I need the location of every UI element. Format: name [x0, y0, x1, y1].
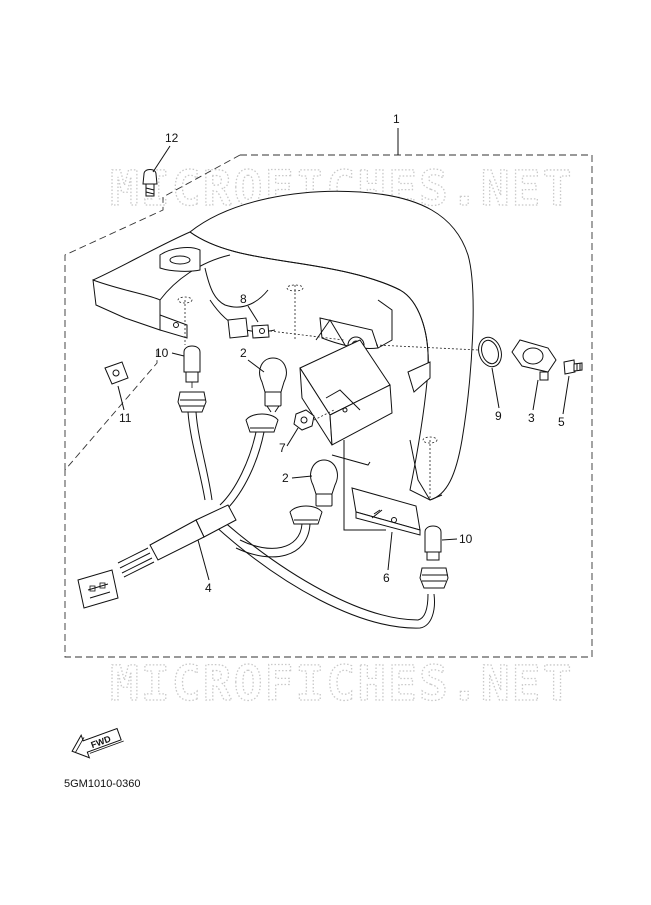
callout-7: 7 [279, 441, 286, 455]
reflector-6 [351, 487, 421, 536]
holder-3 [511, 339, 557, 381]
callout-2-upper: 2 [240, 346, 247, 360]
bulb-10-right [419, 525, 449, 589]
callout-8: 8 [240, 292, 247, 306]
callout-2-lower: 2 [282, 471, 289, 485]
diagram-code: 5GM1010-0360 [64, 778, 140, 790]
callout-3: 3 [528, 411, 535, 425]
gasket-9 [375, 336, 502, 368]
callout-1: 1 [393, 112, 400, 126]
screw-5 [563, 359, 583, 375]
callout-10-right: 10 [459, 532, 473, 546]
tail-lens-box [299, 319, 393, 446]
callout-10-left: 10 [155, 346, 169, 360]
nut-7 [293, 409, 335, 431]
assembly-boundary [64, 154, 593, 658]
bulb-2-upper [259, 357, 287, 413]
fwd-arrow-icon: FWD [71, 727, 124, 759]
callout-6: 6 [383, 571, 390, 585]
screw-12 [142, 169, 158, 197]
wire-harness-4 [77, 391, 435, 629]
callout-5: 5 [558, 415, 565, 429]
bulb-2-lower [310, 459, 338, 507]
bulb-holder-8 [227, 317, 345, 341]
bulb-10-left [183, 345, 201, 388]
callout-4: 4 [205, 581, 212, 595]
callout-11: 11 [119, 411, 132, 425]
watermark-bottom: MICROFICHES.NET [110, 656, 573, 712]
nut-plate-11 [104, 361, 129, 385]
callout-9: 9 [495, 409, 502, 423]
callout-12: 12 [165, 131, 179, 145]
